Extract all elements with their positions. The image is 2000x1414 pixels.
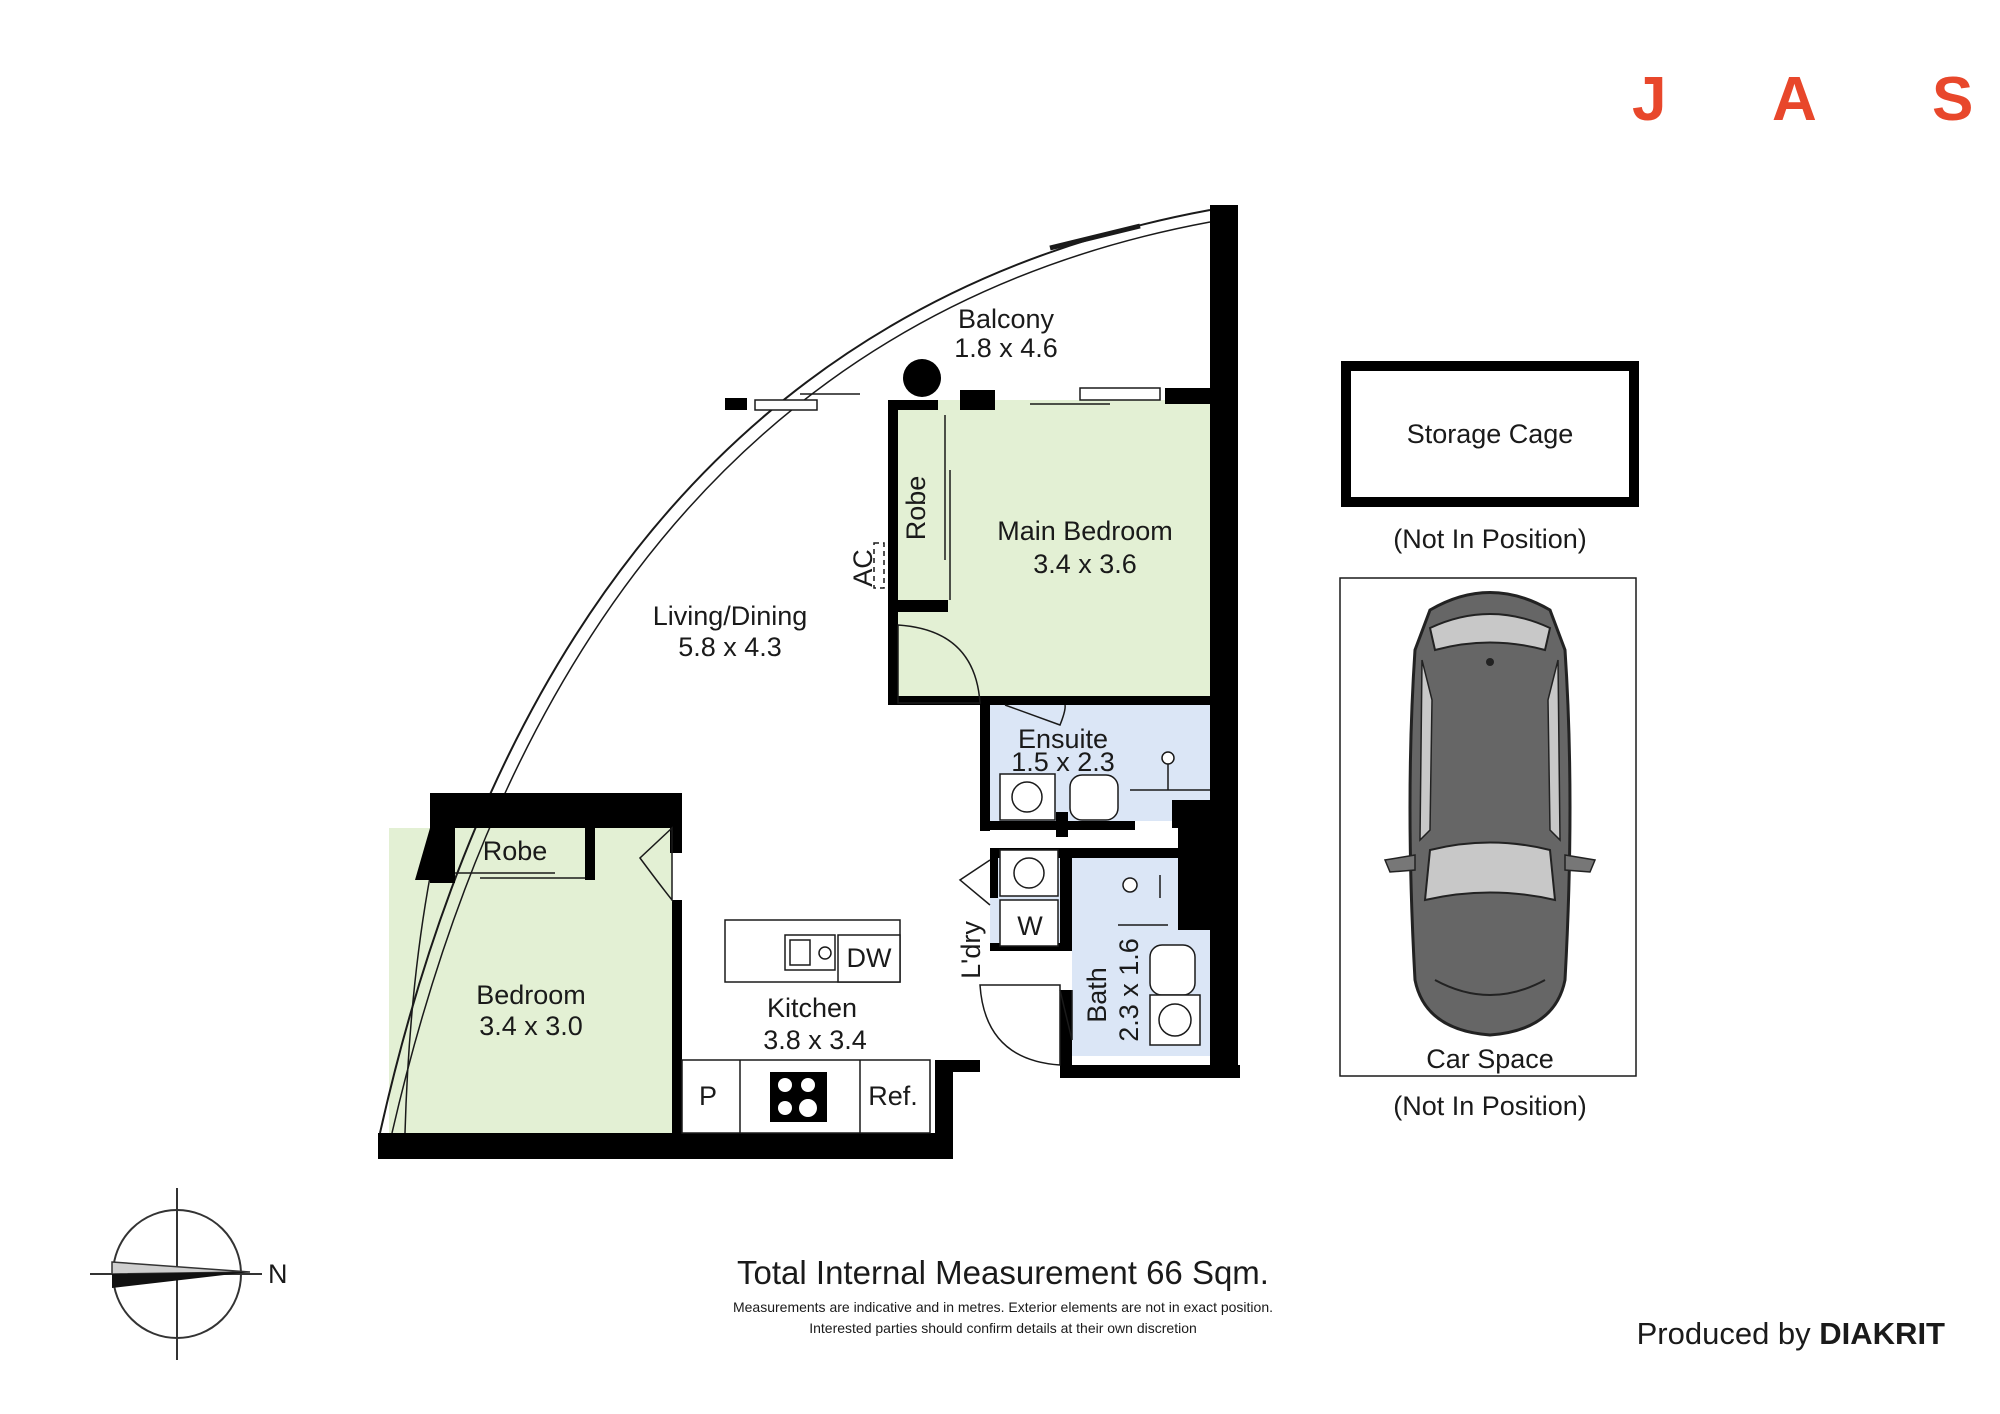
ensuite-label: Ensuite [1018,724,1108,754]
dishwasher-label: DW [847,943,892,973]
bath-fixtures [1118,875,1201,1046]
laundry-label: L'dry [956,921,986,979]
balcony-label: Balcony [958,304,1055,334]
north-arrow-icon [111,1261,251,1288]
ac-label: AC [848,549,878,587]
logo-letter-a: A [1772,65,1817,134]
ac-unit [873,542,885,589]
main-bedroom-label: Main Bedroom [997,516,1173,546]
car-icon [1383,591,1597,1037]
produced-by-credit: Produced by DIAKRIT [1637,1316,1945,1351]
car-space-label: Car Space [1426,1044,1554,1074]
storage-cage-note: (Not In Position) [1393,524,1587,554]
balcony-size: 1.8 x 4.6 [954,333,1058,363]
bedroom-robe-label: Robe [483,836,548,866]
living-dining-label: Living/Dining [653,601,808,631]
storage-cage: Storage Cage (Not In Position) [1341,361,1639,554]
bath-size: 2.3 x 1.6 [1114,938,1144,1042]
logo-letter-j: J [1632,65,1666,134]
produced-by-prefix: Produced by [1637,1316,1820,1351]
jas-logo: J A S [1632,65,1973,134]
walls [378,205,1240,1159]
main-robe-label: Robe [901,476,931,541]
car-space-note: (Not In Position) [1393,1091,1587,1121]
compass: N [90,1188,288,1360]
washer-label: W [1017,911,1043,941]
diakrit-logo: DIAKRIT [1819,1316,1945,1351]
pantry-label: P [699,1081,717,1111]
total-measurement: Total Internal Measurement 66 Sqm. [737,1254,1269,1291]
kitchen-label: Kitchen [767,993,857,1023]
storage-cage-label: Storage Cage [1407,419,1574,449]
main-robe-doors [944,415,951,600]
logo-letter-s: S [1932,65,1973,134]
disclaimer-line-1: Measurements are indicative and in metre… [733,1299,1273,1315]
door-swings [638,624,1073,1066]
car-space: Car Space (Not In Position) [1339,577,1637,1121]
ensuite-size: 1.5 x 2.3 [1011,747,1115,777]
kitchen-bench [681,1059,931,1134]
compass-north-label: N [268,1259,288,1289]
bedroom-robe-fill [455,828,585,880]
bath-label: Bath [1082,967,1112,1023]
bedroom-label: Bedroom [476,980,586,1010]
bedroom-size: 3.4 x 3.0 [479,1011,583,1041]
kitchen-island [724,919,901,983]
ensuite-fixtures [999,751,1210,821]
disclaimer-line-2: Interested parties should confirm detail… [809,1320,1197,1336]
balcony-column [903,359,941,397]
main-bedroom-size: 3.4 x 3.6 [1033,549,1137,579]
windows [455,387,1161,879]
kitchen-size: 3.8 x 3.4 [763,1025,867,1055]
main-bedroom-fill [895,400,1210,696]
fridge-label: Ref. [868,1081,918,1111]
laundry-fixtures [999,849,1059,947]
living-dining-size: 5.8 x 4.3 [678,632,782,662]
